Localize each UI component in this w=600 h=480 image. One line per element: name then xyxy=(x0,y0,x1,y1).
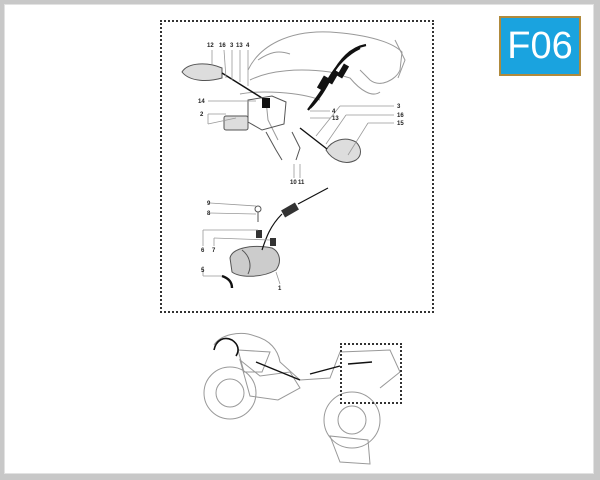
callout-8: 8 xyxy=(207,211,211,217)
wire-harness xyxy=(307,43,367,111)
location-highlight-box xyxy=(340,343,402,404)
callout-13-right: 13 xyxy=(332,116,339,122)
callout-13: 13 xyxy=(236,43,243,49)
callout-labels: 12 16 3 13 4 14 2 3 4 16 13 15 10 11 9 8… xyxy=(198,43,404,292)
page-frame xyxy=(4,4,594,474)
right-turn-indicator xyxy=(299,127,361,163)
callout-16-right: 16 xyxy=(397,113,404,119)
callout-9: 9 xyxy=(207,201,211,207)
callout-16: 16 xyxy=(219,43,226,49)
callout-2: 2 xyxy=(200,112,204,118)
detail-frame xyxy=(160,20,434,313)
callout-4: 4 xyxy=(246,43,250,49)
callout-7: 7 xyxy=(212,248,216,254)
section-code: F06 xyxy=(507,24,573,67)
callout-6: 6 xyxy=(201,248,205,254)
callout-12: 12 xyxy=(207,43,214,49)
callout-10: 10 xyxy=(290,180,297,186)
callout-5: 5 xyxy=(201,268,205,274)
fairing-outline xyxy=(239,31,406,141)
callout-15: 15 xyxy=(397,121,404,127)
callout-4-right: 4 xyxy=(332,109,336,115)
callout-14: 14 xyxy=(198,99,205,105)
tail-light xyxy=(229,187,329,277)
callout-1: 1 xyxy=(278,286,282,292)
motorcycle-overview xyxy=(203,332,401,465)
callout-3-right: 3 xyxy=(397,104,401,110)
fasteners xyxy=(221,205,276,289)
left-turn-indicator xyxy=(181,63,263,99)
leader-lines xyxy=(202,49,394,285)
callout-11: 11 xyxy=(298,180,305,186)
plate-bracket xyxy=(247,95,301,161)
section-code-badge: F06 xyxy=(499,16,581,76)
callout-3: 3 xyxy=(230,43,234,49)
